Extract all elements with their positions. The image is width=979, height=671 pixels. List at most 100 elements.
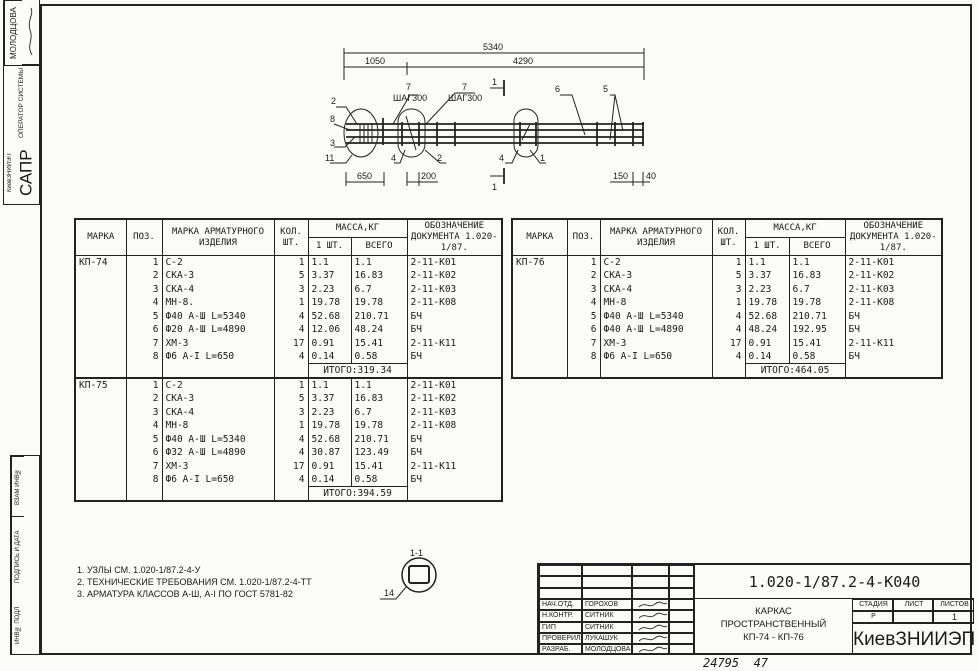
- doc-cell: 2-11-К11: [406, 459, 503, 473]
- dim-150: 150: [613, 171, 628, 181]
- izdelie-cell: Ф20 А-Ш L=4890: [161, 323, 275, 337]
- doc-cell: БЧ: [406, 350, 503, 364]
- mass-all-cell: 0.58: [788, 350, 846, 364]
- label-8: 8: [330, 114, 335, 124]
- kol-cell: 3: [273, 405, 309, 419]
- label-2b: 2: [437, 153, 442, 163]
- blank-cell: [582, 587, 632, 599]
- kol-cell: 17: [711, 336, 746, 350]
- mass-one-cell: 3.37: [744, 269, 790, 283]
- mass-all-cell: 16.83: [788, 269, 846, 283]
- drawing-frame: [40, 4, 972, 655]
- mass-one-cell: 0.91: [307, 336, 352, 350]
- mass-all-cell: 1.1: [350, 378, 408, 392]
- doc-cell: БЧ: [844, 323, 943, 337]
- mass-one-cell: 0.91: [744, 336, 790, 350]
- col-mass-all: ВСЕГО: [350, 237, 408, 256]
- mass-one-cell: 1.1: [307, 255, 352, 269]
- izdelie-cell: СКА-3: [161, 392, 275, 406]
- poz-cell: 7: [125, 336, 163, 350]
- kol-cell: 3: [273, 282, 309, 296]
- total-row: ИТОГО:464.05: [512, 363, 943, 379]
- kol-cell: 5: [273, 392, 309, 406]
- izdelie-cell: МН-8: [599, 296, 713, 310]
- mass-one-cell: 48.24: [744, 323, 790, 337]
- col-marka: МАРКА: [511, 218, 568, 256]
- total-row: ИТОГО:319.34: [75, 363, 503, 379]
- organization: КиевЗНИИЭП: [852, 623, 975, 655]
- date-cell: [669, 644, 694, 656]
- col-poz: ПОЗ.: [125, 218, 163, 256]
- blank-cell: [539, 565, 582, 577]
- date-cell: [669, 599, 694, 611]
- total-cell: ИТОГО:464.05: [744, 363, 846, 379]
- izdelie-cell: Ф40 А-Ш L=5340: [161, 309, 275, 323]
- doc-cell: 2-11-К11: [406, 336, 503, 350]
- list-value: [893, 611, 933, 623]
- doc-cell: 2-11-К11: [844, 336, 943, 350]
- izdelie-cell: Ф40 А-Ш L=5340: [599, 309, 713, 323]
- kol-cell: 1: [711, 255, 746, 269]
- signer-role: ПРОВЕРИЛ: [539, 632, 582, 645]
- dim-1050: 1050: [365, 56, 385, 66]
- col-mass-one: 1 ШТ.: [307, 237, 352, 256]
- izdelie-cell: СКА-4: [599, 282, 713, 296]
- signer-name: ГОРОХОВ: [582, 599, 632, 611]
- doc-cell: 2-11-К01: [406, 378, 503, 392]
- signer-name: СИТНИК: [582, 621, 632, 633]
- blank-cell: [632, 587, 669, 599]
- label-4b: 4: [499, 153, 504, 163]
- mass-all-cell: 210.71: [788, 309, 846, 323]
- signer-name: МОЛОДЦОВА: [582, 644, 632, 656]
- mass-one-cell: 2.23: [744, 282, 790, 296]
- mass-all-cell: 0.58: [350, 350, 408, 364]
- kol-cell: 1: [273, 378, 309, 392]
- signer-name: ЛУКАШУК: [582, 632, 632, 645]
- stadia-label: СТАДИЯ: [852, 599, 893, 611]
- mass-one-cell: 1.1: [744, 255, 790, 269]
- doc-cell: 2-11-К08: [844, 296, 943, 310]
- mass-all-cell: 19.78: [788, 296, 846, 310]
- mass-all-cell: 192.95: [788, 323, 846, 337]
- kol-cell: 4: [273, 473, 309, 487]
- approval-stamp: ВЗАМ ИНВ№ ПОДПИСЬ И ДАТА ИНВ№ ПОДЛ: [10, 455, 40, 655]
- izdelie-cell: Ф40 А-Ш L=4890: [599, 323, 713, 337]
- poz-cell: 6: [125, 446, 163, 460]
- poz-cell: 5: [125, 432, 163, 446]
- blank-cell: [539, 576, 582, 588]
- mass-all-cell: 19.78: [350, 419, 408, 433]
- mass-all-cell: 15.41: [350, 336, 408, 350]
- poz-cell: 1: [125, 255, 163, 269]
- signer-role: ГИП: [539, 621, 582, 633]
- mass-one-cell: 0.14: [307, 473, 352, 487]
- izdelie-cell: Ф40 А-Ш L=5340: [161, 432, 275, 446]
- izdelie-cell: Ф6 А-I L=650: [161, 473, 275, 487]
- label-6: 6: [555, 84, 560, 94]
- label-14: 14: [384, 588, 394, 598]
- blank-cell: [632, 576, 669, 588]
- mass-one-cell: 19.78: [307, 296, 352, 310]
- mass-one-cell: 12.06: [307, 323, 352, 337]
- doc-cell: 2-11-К08: [406, 419, 503, 433]
- mass-all-cell: 6.7: [350, 405, 408, 419]
- signature: [632, 610, 669, 622]
- mass-all-cell: 0.58: [350, 473, 408, 487]
- kol-cell: 4: [273, 350, 309, 364]
- izdelie-cell: ХМ-3: [161, 336, 275, 350]
- izdelie-cell: Ф6 А-I L=650: [599, 350, 713, 364]
- document-code: 1.020-1/87.2-4-К040: [694, 565, 974, 599]
- poz-cell: 4: [125, 419, 163, 433]
- signer-role: Н.КОНТР.: [539, 610, 582, 622]
- system-stamp: МОЛОДЦОВА ОПЕРАТОР СИСТЕМЫ САПР КиевЗНИИ…: [3, 0, 40, 205]
- doc-cell: БЧ: [844, 309, 943, 323]
- listov-value: 1: [933, 611, 974, 623]
